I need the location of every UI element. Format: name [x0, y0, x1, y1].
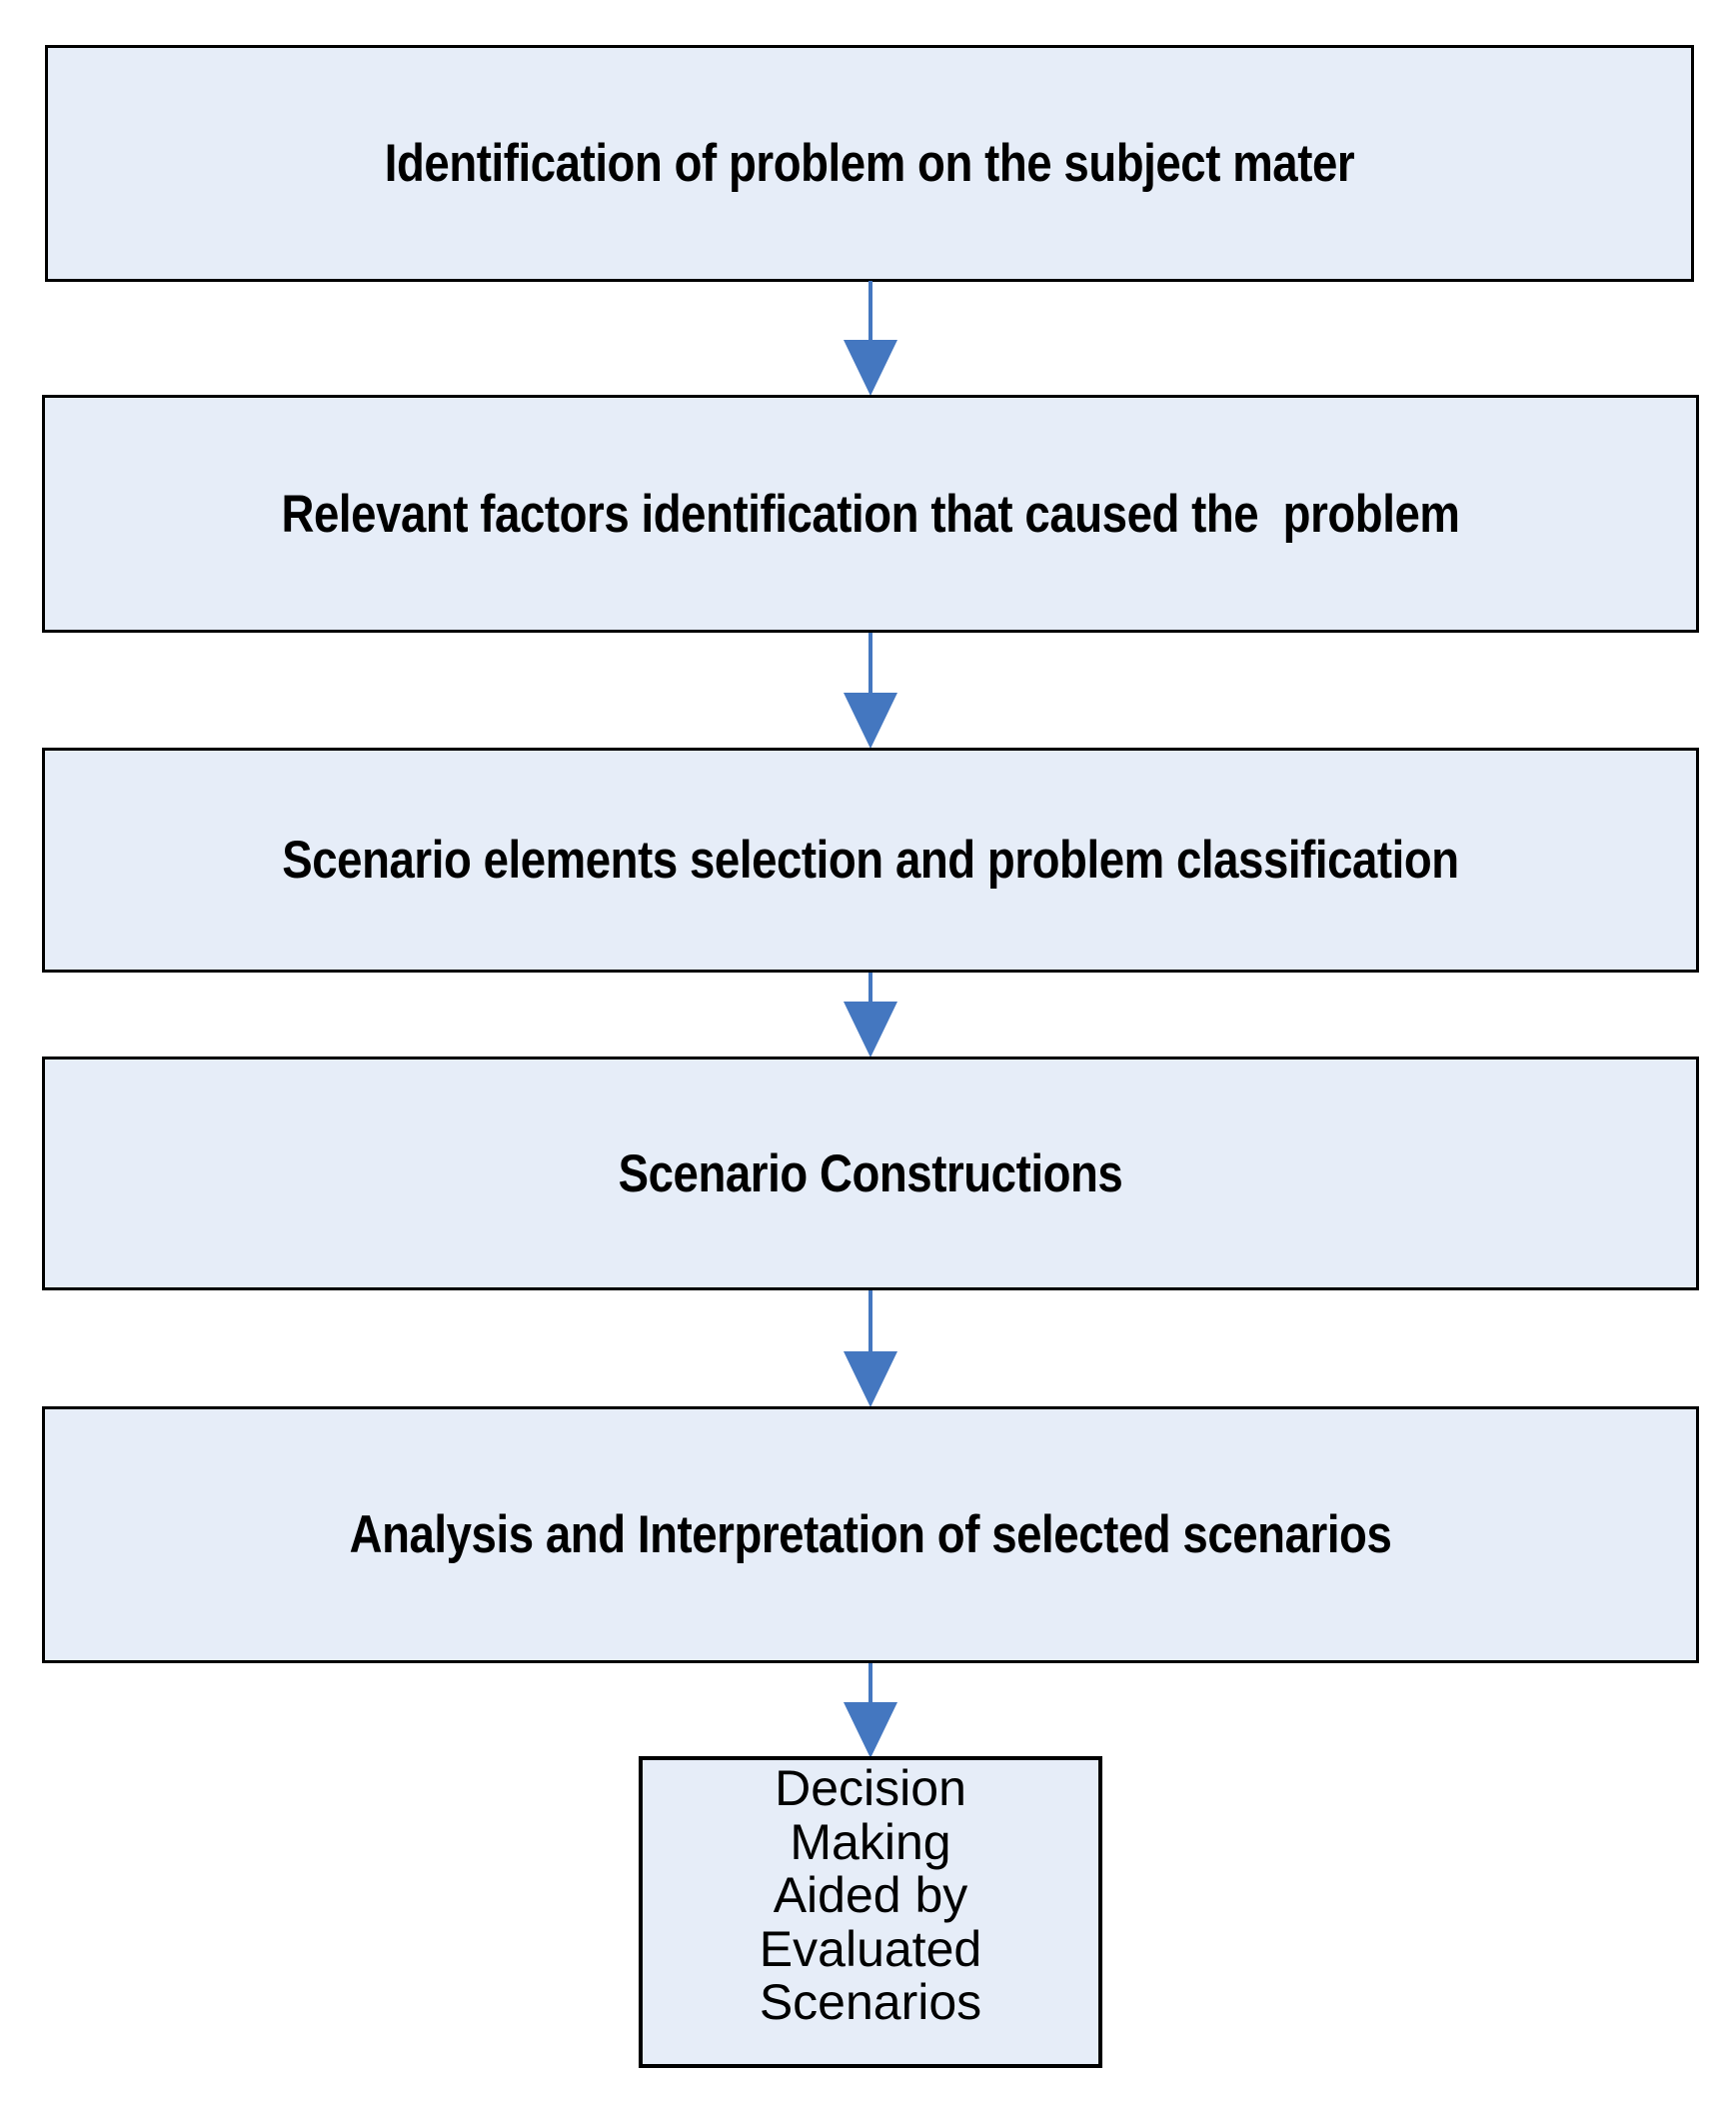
down-arrow-icon [844, 1702, 897, 1758]
node-label: Relevant factors identification that cau… [281, 484, 1460, 544]
node-label: Decision Making Aided by Evaluated Scena… [759, 1760, 982, 2030]
arrow-shaft [868, 1290, 872, 1352]
node-label: Scenario Constructions [618, 1143, 1123, 1203]
down-arrow-icon [844, 693, 897, 749]
process-node-scenario-elements-selection[interactable]: Scenario elements selection and problem … [42, 748, 1699, 973]
down-arrow-icon [844, 1002, 897, 1058]
node-label: Scenario elements selection and problem … [282, 831, 1459, 890]
down-arrow-icon [844, 340, 897, 396]
process-node-analysis-and-interpretation[interactable]: Analysis and Interpretation of selected … [42, 1406, 1699, 1663]
process-node-relevant-factors-identification[interactable]: Relevant factors identification that cau… [42, 395, 1699, 633]
arrow-shaft [868, 633, 872, 694]
node-label: Analysis and Interpretation of selected … [349, 1505, 1392, 1564]
arrow-shaft [868, 1663, 872, 1703]
connector-arrow-2 [844, 633, 897, 749]
arrow-shaft [868, 281, 872, 341]
node-label: Identification of problem on the subject… [384, 134, 1355, 193]
down-arrow-icon [844, 1351, 897, 1407]
terminal-node-decision-making[interactable]: Decision Making Aided by Evaluated Scena… [639, 1756, 1102, 2068]
arrow-shaft [868, 973, 872, 1003]
connector-arrow-3 [844, 973, 897, 1058]
process-node-scenario-constructions[interactable]: Scenario Constructions [42, 1057, 1699, 1290]
connector-arrow-1 [844, 281, 897, 396]
connector-arrow-4 [844, 1290, 897, 1407]
connector-arrow-5 [844, 1663, 897, 1758]
process-node-identification-of-problem[interactable]: Identification of problem on the subject… [45, 45, 1694, 282]
